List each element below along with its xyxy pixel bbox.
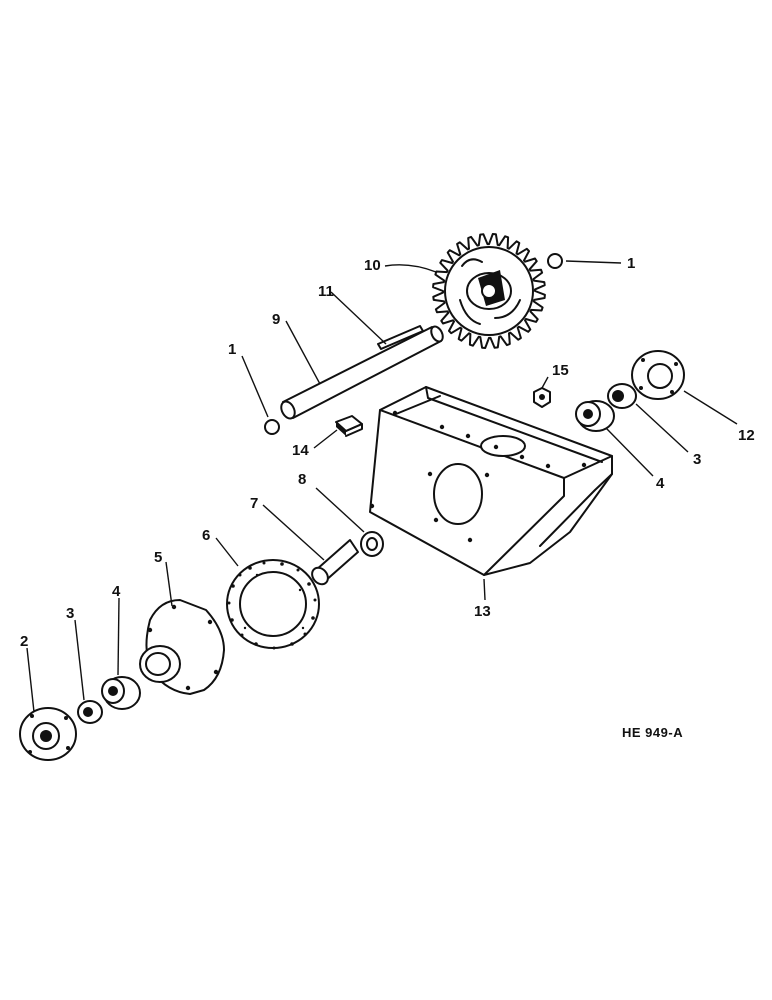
reference-code: HE 949-A [622,725,683,740]
callout-12: 12 [738,427,755,444]
callout-3-left: 3 [66,605,74,622]
part-1-snap-ring-left [264,419,280,435]
callout-14: 14 [292,442,309,459]
callout-15: 15 [552,362,569,379]
callout-labels: 1 10 11 9 1 15 12 3 4 14 8 7 6 5 13 4 3 … [20,255,755,650]
callout-10: 10 [364,257,381,274]
callout-3-right: 3 [693,451,701,468]
part-2-flange-left [19,707,77,761]
part-5-cover [139,599,225,695]
callout-4-right: 4 [656,475,665,492]
callout-13: 13 [474,603,491,620]
callout-6: 6 [202,527,210,544]
callout-11: 11 [318,283,334,300]
part-15-nut [533,387,551,408]
leader-lines [26,260,738,713]
part-12-flange-right [631,350,685,400]
part-10-sprocket [432,233,546,349]
part-7-spacer [311,539,359,586]
part-3-collar-left [77,700,103,724]
part-3-collar-right [607,383,637,409]
callout-1-right: 1 [627,255,635,272]
callout-2: 2 [20,633,28,650]
callout-4-left: 4 [112,583,121,600]
callout-7: 7 [250,495,258,512]
part-13-housing [369,386,613,576]
part-11-key [377,325,424,350]
part-4-bearing-right [575,400,615,432]
part-1-snap-ring-right [547,253,563,269]
callout-9: 9 [272,311,280,328]
part-6-gasket [226,559,320,650]
callout-1-left: 1 [228,341,236,358]
part-9-shaft [280,325,444,420]
part-4-bearing-left [101,676,141,710]
part-14-block [335,415,363,437]
part-8-washer [360,531,384,557]
callout-5: 5 [154,549,162,566]
callout-8: 8 [298,471,306,488]
